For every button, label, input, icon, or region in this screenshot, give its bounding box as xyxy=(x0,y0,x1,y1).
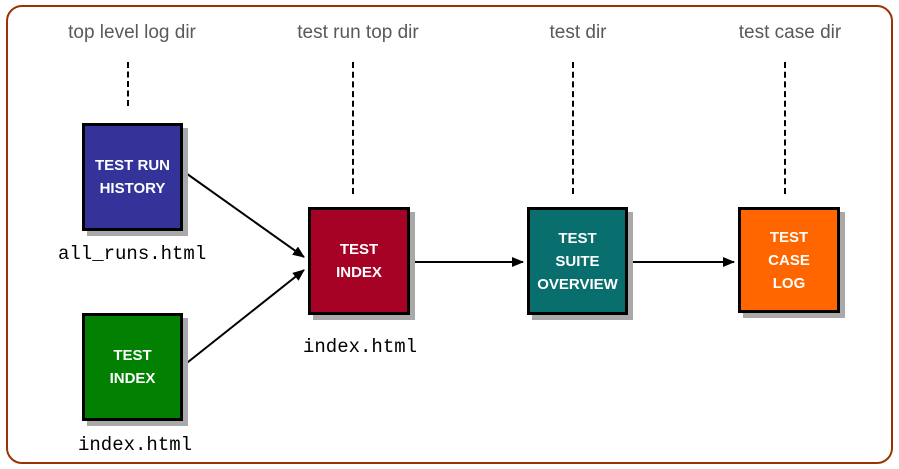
node-test-run-history[interactable]: TEST RUN HISTORY xyxy=(82,123,183,231)
column-header-top-level-log-dir: top level log dir xyxy=(68,22,196,43)
node-test-case-log[interactable]: TEST CASE LOG xyxy=(738,207,840,313)
node-test-index-run[interactable]: TEST INDEX xyxy=(308,207,410,315)
dashed-guide-test-dir xyxy=(572,62,574,194)
node-test-index-top-level[interactable]: TEST INDEX xyxy=(82,313,183,421)
file-label-all-runs-html: all_runs.html xyxy=(58,243,207,265)
outer-frame xyxy=(6,5,893,464)
dashed-guide-test-run-top-dir xyxy=(352,62,354,194)
dashed-guide-test-case-dir xyxy=(784,62,786,194)
column-header-test-case-dir: test case dir xyxy=(738,22,842,43)
file-label-index-html-top-level: index.html xyxy=(78,434,193,456)
node-test-suite-overview[interactable]: TEST SUITE OVERVIEW xyxy=(527,207,628,315)
column-header-test-dir: test dir xyxy=(549,22,607,43)
file-label-index-html-run: index.html xyxy=(303,336,418,358)
dashed-guide-top-level-log-dir xyxy=(127,62,129,106)
column-header-test-run-top-dir: test run top dir xyxy=(297,22,419,43)
